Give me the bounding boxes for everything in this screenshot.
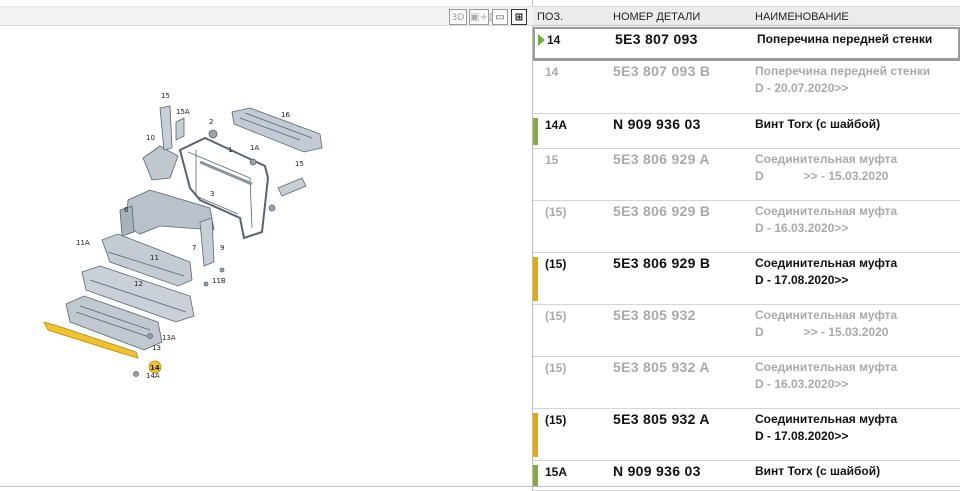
header-name[interactable]: НАИМЕНОВАНИЕ	[755, 11, 849, 23]
header-pos[interactable]: ПОЗ.	[537, 11, 564, 23]
diagram-toolbar: 3D ▣+▥ ▭ ⊞	[0, 6, 533, 26]
callout-14: 14	[150, 364, 160, 372]
selected-row-marker-icon	[538, 34, 545, 46]
callout-11b: 11B	[212, 277, 226, 285]
callout-3: 3	[210, 190, 214, 198]
row-part-number: N 909 936 03	[613, 463, 701, 479]
row-pos: (15)	[545, 361, 567, 375]
row-part-number: 5E3 805 932 A	[613, 411, 710, 427]
row-name: Винт Torx (с шайбой)	[755, 117, 881, 131]
callout-14a: 14A	[146, 372, 160, 380]
parts-table-pane: ПОЗ. НОМЕР ДЕТАЛИ НАИМЕНОВАНИЕ 14 5E3 807…	[533, 0, 960, 491]
row-name: Поперечина передней стенки D - 20.07.202…	[755, 64, 931, 95]
row-name: Соединительная муфта D - 17.08.2020>>	[755, 412, 898, 443]
row-name: Соединительная муфта D >> - 15.03.2020	[755, 308, 898, 339]
table-row[interactable]: (15) 5E3 805 932 Соединительная муфта D >>…	[533, 305, 960, 357]
callout-16: 16	[281, 111, 290, 119]
row-pos: 14	[547, 33, 561, 47]
row-pos: 15	[545, 153, 559, 167]
row-part-number: 5E3 805 932	[613, 307, 696, 323]
callout-15b: 15	[295, 160, 304, 168]
part-1-frame	[178, 136, 270, 240]
row-pos: 14	[545, 65, 559, 79]
callout-2: 2	[209, 118, 213, 126]
row-pos: (15)	[545, 309, 567, 323]
table-row[interactable]: (15) 5E3 806 929 B Соединительная муфта D …	[533, 201, 960, 253]
part-7	[199, 217, 215, 267]
frame-view-button[interactable]: ▭	[492, 9, 508, 25]
split-view-button[interactable]: ⊞	[511, 9, 527, 25]
dimmed-view-button[interactable]: ▣+▥	[469, 9, 497, 25]
row-pos: (15)	[545, 257, 567, 271]
row-name: Поперечина передней стенки	[757, 32, 933, 46]
table-row[interactable]: (15) 5E3 805 932 A Соединительная муфта D …	[533, 409, 960, 461]
part-14-highlighted	[43, 321, 139, 359]
part-12	[81, 265, 195, 323]
row-pos: 15A	[545, 465, 568, 479]
callout-11: 11	[150, 254, 159, 262]
callout-8: 8	[124, 206, 128, 214]
row-part-number: 5E3 807 093	[615, 31, 698, 47]
diagram-pane: 3D ▣+▥ ▭ ⊞	[0, 0, 533, 491]
callout-13: 13	[152, 344, 161, 352]
callout-15: 15	[161, 92, 170, 100]
header-part-number[interactable]: НОМЕР ДЕТАЛИ	[613, 11, 701, 23]
table-row[interactable]: 14 5E3 807 093 Поперечина передней стенки	[533, 27, 960, 61]
callout-12: 12	[134, 280, 143, 288]
bottom-divider	[0, 486, 960, 487]
table-row[interactable]: 15 5E3 806 929 A Соединительная муфта D >>…	[533, 149, 960, 201]
row-status-bar	[533, 118, 538, 145]
view-3d-button[interactable]: 3D	[449, 9, 467, 25]
callout-7: 7	[192, 244, 196, 252]
row-part-number: 5E3 807 093 B	[613, 63, 711, 79]
table-row[interactable]: 14A N 909 936 03 Винт Torx (с шайбой)	[533, 114, 960, 149]
diagram-callouts: 15 15A 16 10 2 1 1A 15 3 8 11A 7 9 11 11…	[76, 92, 304, 380]
part-11	[101, 233, 193, 287]
part-16	[231, 107, 323, 153]
row-status-bar	[533, 257, 538, 301]
part-15-left	[159, 105, 173, 151]
row-pos: 14A	[545, 118, 568, 132]
row-name: Соединительная муфта D - 16.03.2020>>	[755, 204, 898, 235]
callout-9: 9	[220, 244, 224, 252]
table-row[interactable]: 14 5E3 807 093 B Поперечина передней стенк…	[533, 61, 960, 114]
row-status-bar	[533, 465, 538, 487]
callout-1: 1	[228, 146, 232, 154]
callout-1a: 1A	[250, 144, 259, 152]
table-row[interactable]: (15) 5E3 805 932 A Соединительная муфта D …	[533, 357, 960, 409]
row-pos: (15)	[545, 205, 567, 219]
row-part-number: 5E3 806 929 B	[613, 255, 711, 271]
table-row[interactable]: (15) 5E3 806 929 B Соединительная муфта D …	[533, 253, 960, 305]
row-name: Соединительная муфта D >> - 15.03.2020	[755, 152, 898, 183]
row-name: Винт Torx (с шайбой)	[755, 464, 881, 478]
parts-table-header: ПОЗ. НОМЕР ДЕТАЛИ НАИМЕНОВАНИЕ	[533, 6, 960, 26]
row-part-number: N 909 936 03	[613, 116, 701, 132]
callout-15a: 15A	[176, 108, 190, 116]
row-name: Соединительная муфта D - 17.08.2020>>	[755, 256, 898, 287]
part-15-right	[277, 177, 307, 197]
row-status-bar	[533, 413, 538, 457]
callout-10: 10	[146, 134, 155, 142]
exploded-parts-diagram: 15 15A 16 10 2 1 1A 15 3 8 11A 7 9 11 11…	[43, 92, 323, 380]
row-part-number: 5E3 806 929 A	[613, 151, 710, 167]
part-10	[142, 145, 179, 181]
row-part-number: 5E3 806 929 B	[613, 203, 711, 219]
callout-11a: 11A	[76, 239, 90, 247]
row-part-number: 5E3 805 932 A	[613, 359, 710, 375]
callout-13a: 13A	[162, 334, 176, 342]
row-pos: (15)	[545, 413, 567, 427]
row-name: Соединительная муфта D - 16.03.2020>>	[755, 360, 898, 391]
